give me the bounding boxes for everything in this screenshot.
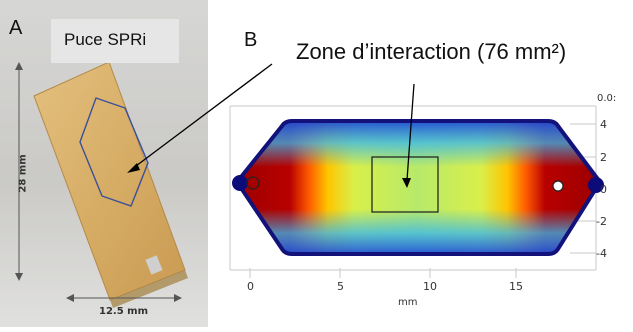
chip-title: Puce SPRi — [64, 30, 147, 49]
y-tick-label: 0 — [600, 183, 607, 196]
chip-title-box — [51, 19, 179, 63]
arrow-to-chip — [131, 63, 273, 170]
inlet-port — [246, 176, 260, 190]
outlet-port — [552, 180, 564, 192]
chip-hexagon-outline — [79, 97, 149, 207]
x-axis-unit: mm — [398, 297, 418, 308]
arrow-to-zone — [406, 83, 415, 181]
interaction-heatmap — [237, 121, 600, 254]
y-tick-label: 2 — [600, 151, 607, 164]
zone-title: Zone d’interaction (76 mm²) — [296, 39, 567, 64]
x-tick-label: 15 — [509, 280, 523, 293]
y-tick-label: -4 — [596, 247, 607, 260]
width-dimension-label: 12.5 mm — [99, 306, 148, 317]
panel-b-label: B — [244, 29, 258, 51]
chip-notch — [145, 255, 163, 275]
panel-a-label: A — [9, 17, 23, 39]
interaction-zone-square — [371, 156, 439, 213]
x-tick-label: 0 — [247, 280, 254, 293]
x-tick-label: 5 — [337, 280, 344, 293]
y-tick-label: -2 — [596, 215, 607, 228]
height-dimension-label: 28 mm — [17, 154, 29, 193]
y-tick-label: 4 — [600, 118, 607, 131]
x-tick-label: 10 — [423, 280, 437, 293]
colorbar-top-label: 0.0: — [597, 93, 617, 104]
